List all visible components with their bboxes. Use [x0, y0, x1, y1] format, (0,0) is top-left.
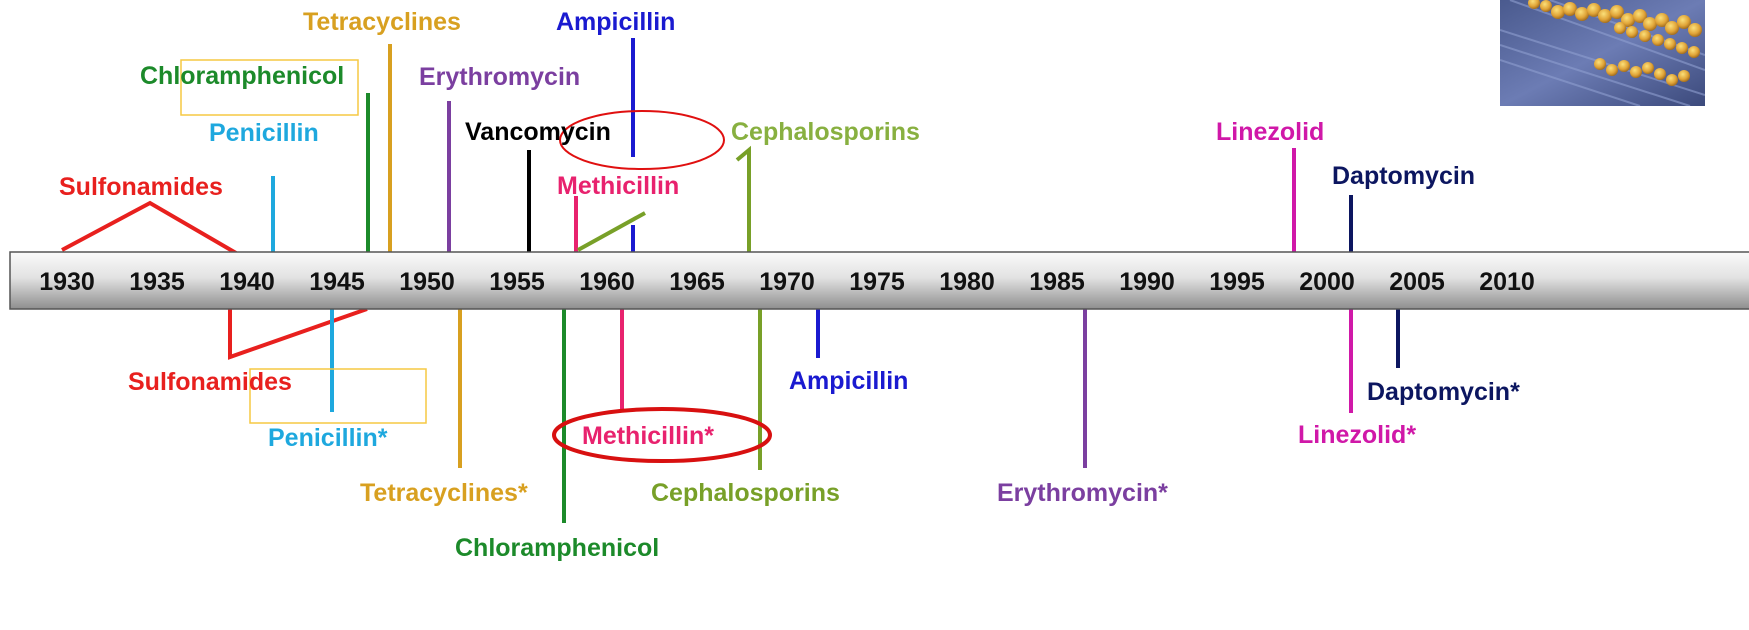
year-label: 1960 [567, 267, 647, 297]
year-label: 1995 [1197, 267, 1277, 297]
intro-label-methicillin: Methicillin [557, 171, 679, 201]
resistance-label-cephalosporins: Cephalosporins [651, 478, 840, 508]
intro-label-ampicillin: Ampicillin [556, 7, 675, 37]
intro-label-linezolid: Linezolid [1216, 117, 1324, 147]
resistance-label-chloramphenicol: Chloramphenicol [455, 533, 659, 563]
year-label: 1950 [387, 267, 467, 297]
bacteria-photo [1500, 0, 1705, 106]
intro-label-vancomycin: Vancomycin [465, 117, 611, 147]
resistance-label-erythromycin: Erythromycin* [997, 478, 1168, 508]
intro-label-sulfonamides: Sulfonamides [59, 172, 223, 202]
year-label: 1970 [747, 267, 827, 297]
intro-label-penicillin: Penicillin [209, 118, 319, 148]
year-label: 2005 [1377, 267, 1457, 297]
intro-label-chloramphenicol: Chloramphenicol [140, 61, 344, 91]
year-label: 2000 [1287, 267, 1367, 297]
resistance-label-daptomycin: Daptomycin* [1367, 377, 1520, 407]
resistance-label-ampicillin: Ampicillin [789, 366, 908, 396]
intro-label-tetracyclines: Tetracyclines [303, 7, 461, 37]
year-label: 1955 [477, 267, 557, 297]
year-label: 2010 [1467, 267, 1547, 297]
year-label: 1975 [837, 267, 917, 297]
resistance-label-tetracyclines: Tetracyclines* [360, 478, 528, 508]
cephalosporins-intro-line-2 [737, 150, 749, 252]
year-label: 1935 [117, 267, 197, 297]
year-label: 1985 [1017, 267, 1097, 297]
sulfonamides-resistance-line [230, 309, 367, 357]
intro-label-daptomycin: Daptomycin [1332, 161, 1475, 191]
year-label: 1980 [927, 267, 1007, 297]
year-label: 1930 [27, 267, 107, 297]
resistance-label-methicillin: Methicillin* [582, 421, 714, 451]
year-label: 1965 [657, 267, 737, 297]
resistance-label-linezolid: Linezolid* [1298, 420, 1416, 450]
resistance-label-penicillin: Penicillin* [268, 423, 387, 453]
year-label: 1940 [207, 267, 287, 297]
sulfonamides-intro-line [62, 203, 236, 253]
year-label: 1945 [297, 267, 377, 297]
resistance-label-sulfonamides: Sulfonamides [128, 367, 292, 397]
intro-label-cephalosporins: Cephalosporins [731, 117, 920, 147]
year-label: 1990 [1107, 267, 1187, 297]
intro-label-erythromycin: Erythromycin [419, 62, 580, 92]
